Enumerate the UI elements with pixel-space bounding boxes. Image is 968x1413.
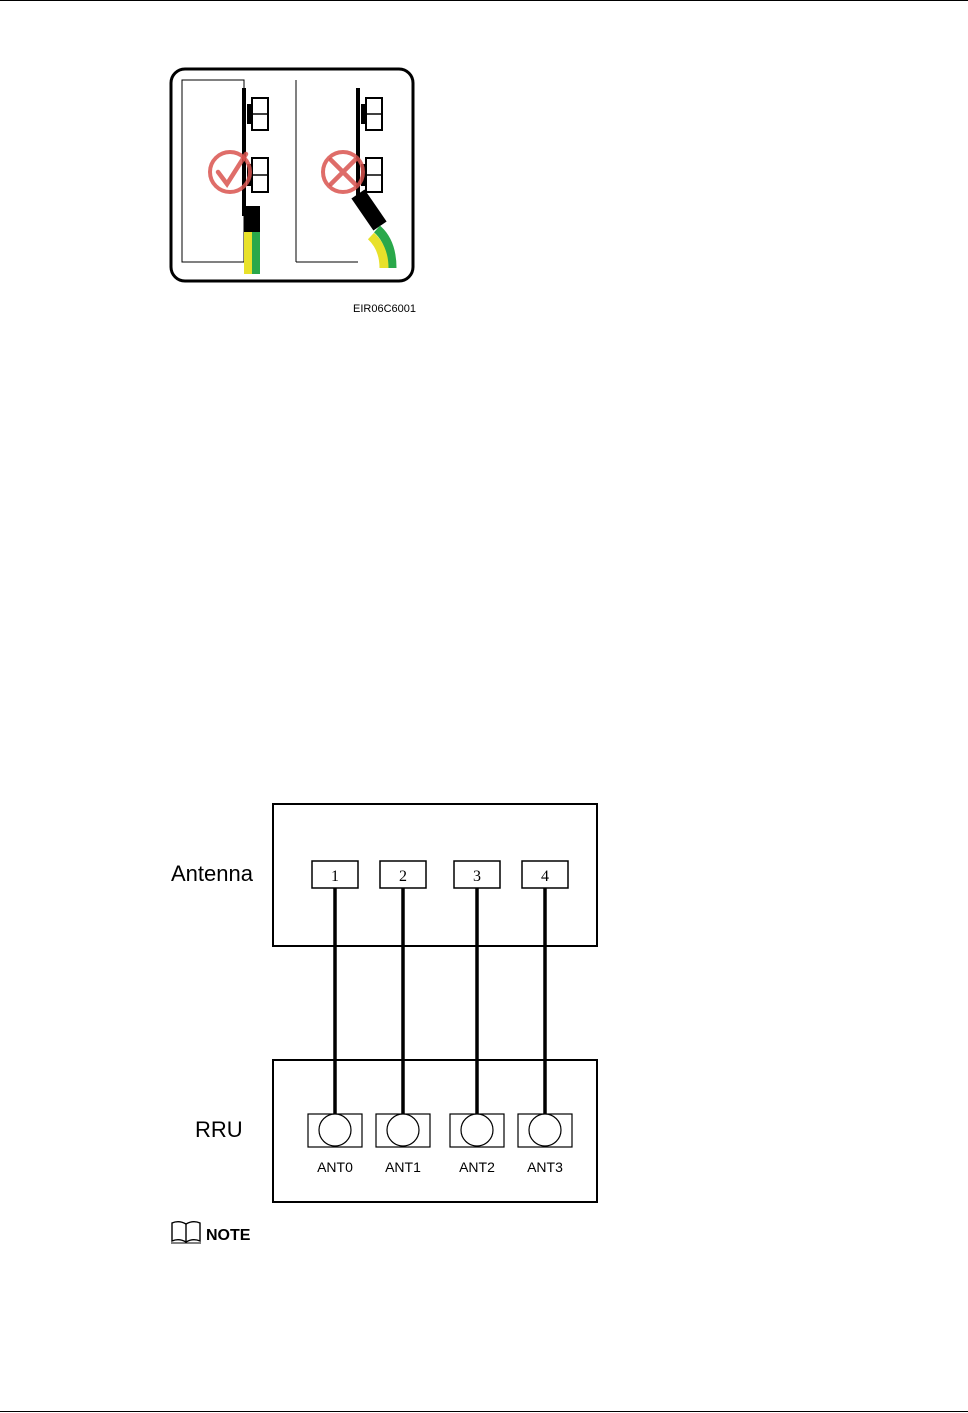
rru-port-ant0: ANT0 bbox=[308, 1114, 362, 1175]
antenna-port-2: 2 bbox=[380, 861, 426, 888]
rru-port-label: ANT1 bbox=[385, 1159, 421, 1175]
figure-code: EIR06C6001 bbox=[353, 303, 416, 315]
header-rule bbox=[0, 0, 968, 1]
rru-port-ant3: ANT3 bbox=[518, 1114, 572, 1175]
antenna-port-1: 1 bbox=[312, 861, 358, 888]
cable-lug bbox=[244, 206, 260, 232]
note-label: NOTE bbox=[206, 1228, 250, 1244]
connector-icon bbox=[529, 1114, 561, 1146]
connector-icon bbox=[319, 1114, 351, 1146]
connector-icon bbox=[387, 1114, 419, 1146]
antenna-port-number: 1 bbox=[331, 868, 339, 885]
rru-port-ant1: ANT1 bbox=[376, 1114, 430, 1175]
footer-rule bbox=[0, 1411, 968, 1412]
antenna-port-3: 3 bbox=[454, 861, 500, 888]
note-heading: NOTE bbox=[170, 1220, 250, 1244]
connector-icon bbox=[461, 1114, 493, 1146]
antenna-label: Antenna bbox=[171, 861, 253, 887]
rru-port-label: ANT3 bbox=[527, 1159, 563, 1175]
antenna-port-number: 3 bbox=[473, 868, 481, 885]
antenna-port-number: 4 bbox=[541, 868, 549, 885]
grounding-cable-figure bbox=[168, 66, 416, 284]
rru-port-ant2: ANT2 bbox=[450, 1114, 504, 1175]
rru-box bbox=[273, 1060, 597, 1202]
rru-port-label: ANT2 bbox=[459, 1159, 495, 1175]
book-icon bbox=[170, 1220, 202, 1244]
rru-label: RRU bbox=[195, 1117, 243, 1143]
antenna-box bbox=[273, 804, 597, 946]
antenna-port-4: 4 bbox=[522, 861, 568, 888]
rru-port-label: ANT0 bbox=[317, 1159, 353, 1175]
antenna-port-number: 2 bbox=[399, 868, 407, 885]
